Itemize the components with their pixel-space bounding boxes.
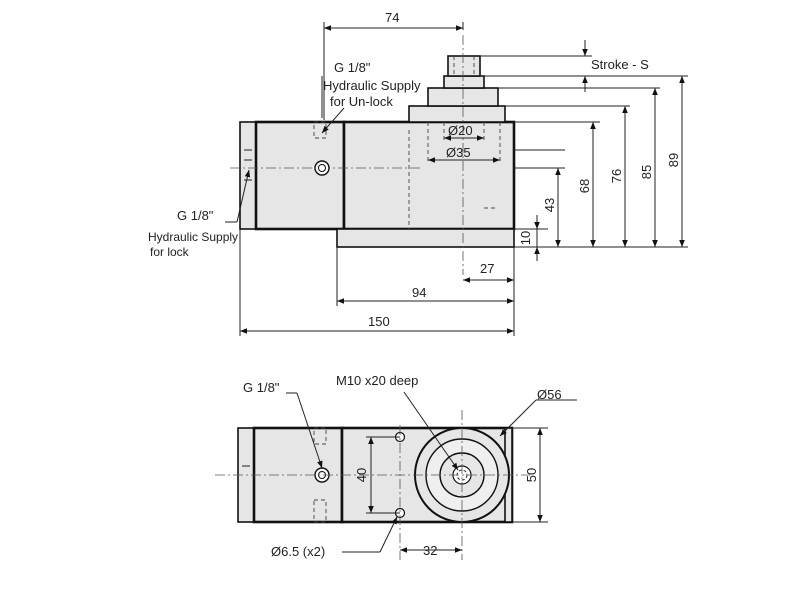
main-body-right (342, 120, 516, 231)
main-body-left (254, 120, 346, 231)
dim-89: 89 (666, 153, 681, 167)
dim-76: 76 (609, 169, 624, 183)
top-view (215, 410, 530, 560)
dim-43: 43 (542, 198, 557, 212)
dim-10: 10 (518, 231, 533, 245)
lock-port-callout: G 1/8" Hydraulic Supply for lock (148, 169, 251, 259)
dim-94: 94 (412, 285, 426, 300)
top-view-dimensions: G 1/8" M10 x20 deep Ø56 40 50 32 Ø6.5 (x… (243, 373, 577, 559)
dia-35-label: Ø35 (446, 145, 471, 160)
thread-label: M10 x20 deep (336, 373, 418, 388)
dim-50: 50 (524, 468, 539, 482)
stroke-label: Stroke - S (591, 57, 649, 72)
dia-20-label: Ø20 (448, 123, 473, 138)
lock-port-circle (314, 160, 330, 176)
unlock-port-callout: G 1/8" Hydraulic Supply for Un-lock (321, 60, 421, 134)
lock-port-label: G 1/8" (177, 208, 214, 223)
dim-32: 32 (423, 543, 437, 558)
cylinder-stage-3 (443, 75, 485, 89)
holes-label: Ø6.5 (x2) (271, 544, 325, 559)
unlock-desc-line1: Hydraulic Supply (323, 78, 421, 93)
dim-150: 150 (368, 314, 390, 329)
base-plate (336, 228, 515, 248)
unlock-port-label: G 1/8" (334, 60, 371, 75)
dim-74: 74 (385, 10, 399, 25)
unlock-desc-line2: for Un-lock (330, 94, 393, 109)
dim-40: 40 (354, 468, 369, 482)
cylinder-stage-1 (408, 105, 506, 123)
lock-desc-line2: for lock (150, 245, 190, 259)
dim-85: 85 (639, 165, 654, 179)
dim-68: 68 (577, 179, 592, 193)
dia-56-label: Ø56 (537, 387, 562, 402)
piston-rod (447, 55, 481, 77)
dim-27: 27 (480, 261, 494, 276)
side-view (230, 35, 516, 275)
top-port-label: G 1/8" (243, 380, 280, 395)
lock-desc-line1: Hydraulic Supply (148, 230, 238, 244)
side-view-dimensions: 74 Stroke - S 89 85 76 68 43 (239, 10, 688, 336)
